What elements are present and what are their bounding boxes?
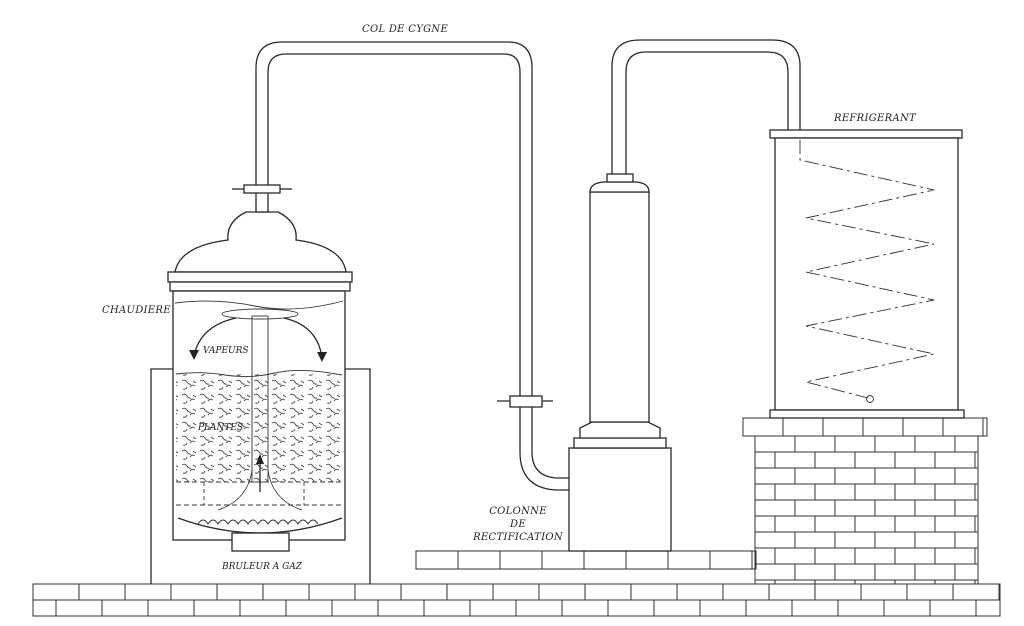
label-col-de-cygne: COL DE CYGNE [362,24,448,35]
boiler [167,184,353,541]
swan-neck-pipe [255,41,570,491]
condenser [769,129,965,419]
label-chaudiere: CHAUDIERE [102,305,171,316]
label-refrigerant: REFRIGERANT [833,113,917,124]
label-rectification: RECTIFICATION [472,532,564,543]
label-vapeurs: VAPEURS [203,346,249,356]
furnace-enclosure [150,368,371,584]
label-colonne: COLONNE [489,506,547,517]
condenser-brick-pillar [742,417,988,585]
rectification-column [568,39,801,552]
ground-brick-base [32,583,1001,617]
gas-burner [231,532,290,552]
column-brick-platform [415,550,757,570]
label-plantes: PLANTES [197,423,243,433]
label-de: DE [509,519,526,530]
label-bruleur-a-gaz: BRULEUR A GAZ [221,562,303,572]
